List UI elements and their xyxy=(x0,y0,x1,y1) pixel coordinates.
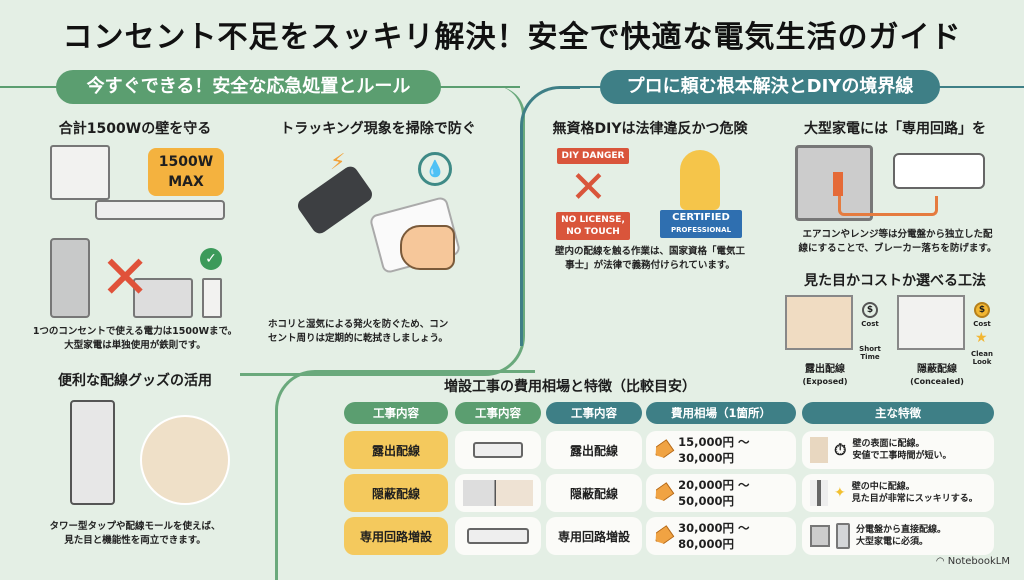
certified-worker-icon xyxy=(680,150,720,210)
divider xyxy=(560,86,610,88)
concealed-wiring-icon xyxy=(897,295,965,350)
max-badge: 1500W MAX xyxy=(148,148,224,196)
air-conditioner-icon xyxy=(893,153,985,189)
hand-icon xyxy=(400,225,455,270)
cable-molding-icon xyxy=(140,415,230,505)
breaker-switch-icon xyxy=(833,172,843,196)
table-frame xyxy=(275,370,535,580)
green-check-icon: ✓ xyxy=(200,248,222,270)
exposed-wiring-icon xyxy=(785,295,853,350)
table-header-col3: 工事内容 xyxy=(546,402,642,424)
table-row-1-price: 15,000円 ～ 30,000円 xyxy=(646,431,796,469)
microwave-icon xyxy=(133,278,193,318)
panel-title-goods: 便利な配線グッズの活用 xyxy=(58,373,212,389)
breaker-panel-icon xyxy=(795,145,873,221)
table-row-3-name: 専用回路増設 xyxy=(546,517,642,555)
refrigerator-icon xyxy=(836,523,850,549)
caption-1500w: 1つのコンセントで使える電力は1500Wまで。 大型家電は単独使用が鉄則です。 xyxy=(32,326,238,351)
caption-diy: 壁内の配線を触る作業は、国家資格「電気工 事士」が法律で義務付けられています。 xyxy=(554,246,745,271)
table-row-2-feature: ✦ 壁の中に配線。見た目が非常にスッキリする。 xyxy=(802,474,994,512)
divider xyxy=(0,86,60,88)
table-row-2-image xyxy=(455,474,541,512)
divider xyxy=(935,86,1024,88)
left-section-frame xyxy=(240,86,525,376)
short-time-label: Short Time xyxy=(859,345,881,361)
power-strip-icon xyxy=(473,442,523,458)
table-header-col2: 工事内容 xyxy=(455,402,541,424)
caption-circuit: エアコンやレンジ等は分電盤から独立した配 線にすることで、ブレーカー落ちを防げま… xyxy=(798,229,997,254)
sparkle-icon: ✦ xyxy=(834,485,846,501)
left-section-header: 今すぐできる！安全な応急処置とルール xyxy=(56,70,441,104)
dedicated-outlet-icon xyxy=(467,528,529,544)
panel-title-circuit: 大型家電には「専用回路」を xyxy=(804,121,986,137)
table-row-3-type: 専用回路増設 xyxy=(344,517,448,555)
no-diy-x-icon: ✕ xyxy=(570,162,607,213)
right-section-header: プロに頼む根本解決とDIYの境界線 xyxy=(600,70,940,104)
table-row-3-price: 30,000円 ～ 80,000円 xyxy=(646,517,796,555)
breaker-panel-icon xyxy=(810,525,830,547)
table-row-2-type: 隠蔽配線 xyxy=(344,474,448,512)
panel-title-diy: 無資格DIYは法律違反かつ危険 xyxy=(552,121,748,137)
caption-tracking: ホコリと湿気による発火を防ぐため、コン セント周りは定期的に乾拭きしましょう。 xyxy=(268,319,449,344)
no-water-icon: 💧 xyxy=(418,152,452,186)
refrigerator-icon xyxy=(50,238,90,318)
table-row-3-feature: 分電盤から直接配線。大型家電に必須。 xyxy=(802,517,994,555)
outlet-icon xyxy=(202,278,222,318)
wall-outlet-icon xyxy=(50,145,110,200)
right-section-frame xyxy=(520,86,580,346)
price-tag-icon xyxy=(652,439,675,461)
cost-icon: $ xyxy=(862,302,878,318)
table-header-col1: 工事内容 xyxy=(344,402,448,424)
no-license-badge: NO LICENSE, NO TOUCH xyxy=(556,212,630,240)
diy-danger-badge: DIY DANGER xyxy=(557,148,629,164)
table-header-col5: 主な特徴 xyxy=(802,402,994,424)
dedicated-wire xyxy=(838,196,938,216)
price-tag-icon xyxy=(652,482,675,504)
panel-title-1500w: 合計1500Wの壁を守る xyxy=(58,121,212,137)
stopwatch-icon: ⏱ xyxy=(834,440,847,459)
page-title: コンセント不足をスッキリ解決！安全で快適な電気生活のガイド xyxy=(62,20,962,55)
concealed-label: 隠蔽配線 (Concealed) xyxy=(910,364,964,386)
table-header-col4: 費用相場（1箇所） xyxy=(646,402,796,424)
wall-icon xyxy=(810,480,828,506)
certified-badge: CERTIFIED PROFESSIONAL xyxy=(660,210,742,238)
cost-label: Cost xyxy=(973,320,991,328)
exposed-label: 露出配線 (Exposed) xyxy=(802,364,848,386)
cost-label: Cost xyxy=(861,320,879,328)
price-tag-icon xyxy=(652,525,675,547)
panel-title-tracking: トラッキング現象を掃除で防ぐ xyxy=(280,121,476,137)
caption-goods: タワー型タップや配線モールを使えば、 見た目と機能性を両立できます。 xyxy=(49,521,221,546)
exposed-wall-icon xyxy=(810,437,828,463)
panel-title-methods: 見た目かコストか選べる工法 xyxy=(804,273,986,289)
divider xyxy=(440,86,520,88)
notebooklm-icon: ◠ xyxy=(935,556,948,567)
table-row-2-name: 隠蔽配線 xyxy=(546,474,642,512)
table-row-2-price: 20,000円 ～ 50,000円 xyxy=(646,474,796,512)
table-row-3-image xyxy=(455,517,541,555)
table-row-1-feature: ⏱ 壁の表面に配線。安値で工事時間が短い。 xyxy=(802,431,994,469)
red-x-icon: ✕ xyxy=(100,243,151,313)
table-row-1-name: 露出配線 xyxy=(546,431,642,469)
table-title: 増設工事の費用相場と特徴（比較目安） xyxy=(444,379,696,395)
table-row-1-image xyxy=(455,431,541,469)
concealed-wall-icon xyxy=(463,480,533,506)
clean-look-label: Clean Look xyxy=(971,350,993,366)
star-icon: ★ xyxy=(975,330,988,346)
power-strip-icon xyxy=(95,200,225,220)
spark-icon: ⚡ xyxy=(330,150,346,175)
brand-watermark: ◠ NotebookLM xyxy=(935,556,1010,567)
tower-tap-icon xyxy=(70,400,115,505)
table-row-1-type: 露出配線 xyxy=(344,431,448,469)
cost-gold-icon: $ xyxy=(974,302,990,318)
